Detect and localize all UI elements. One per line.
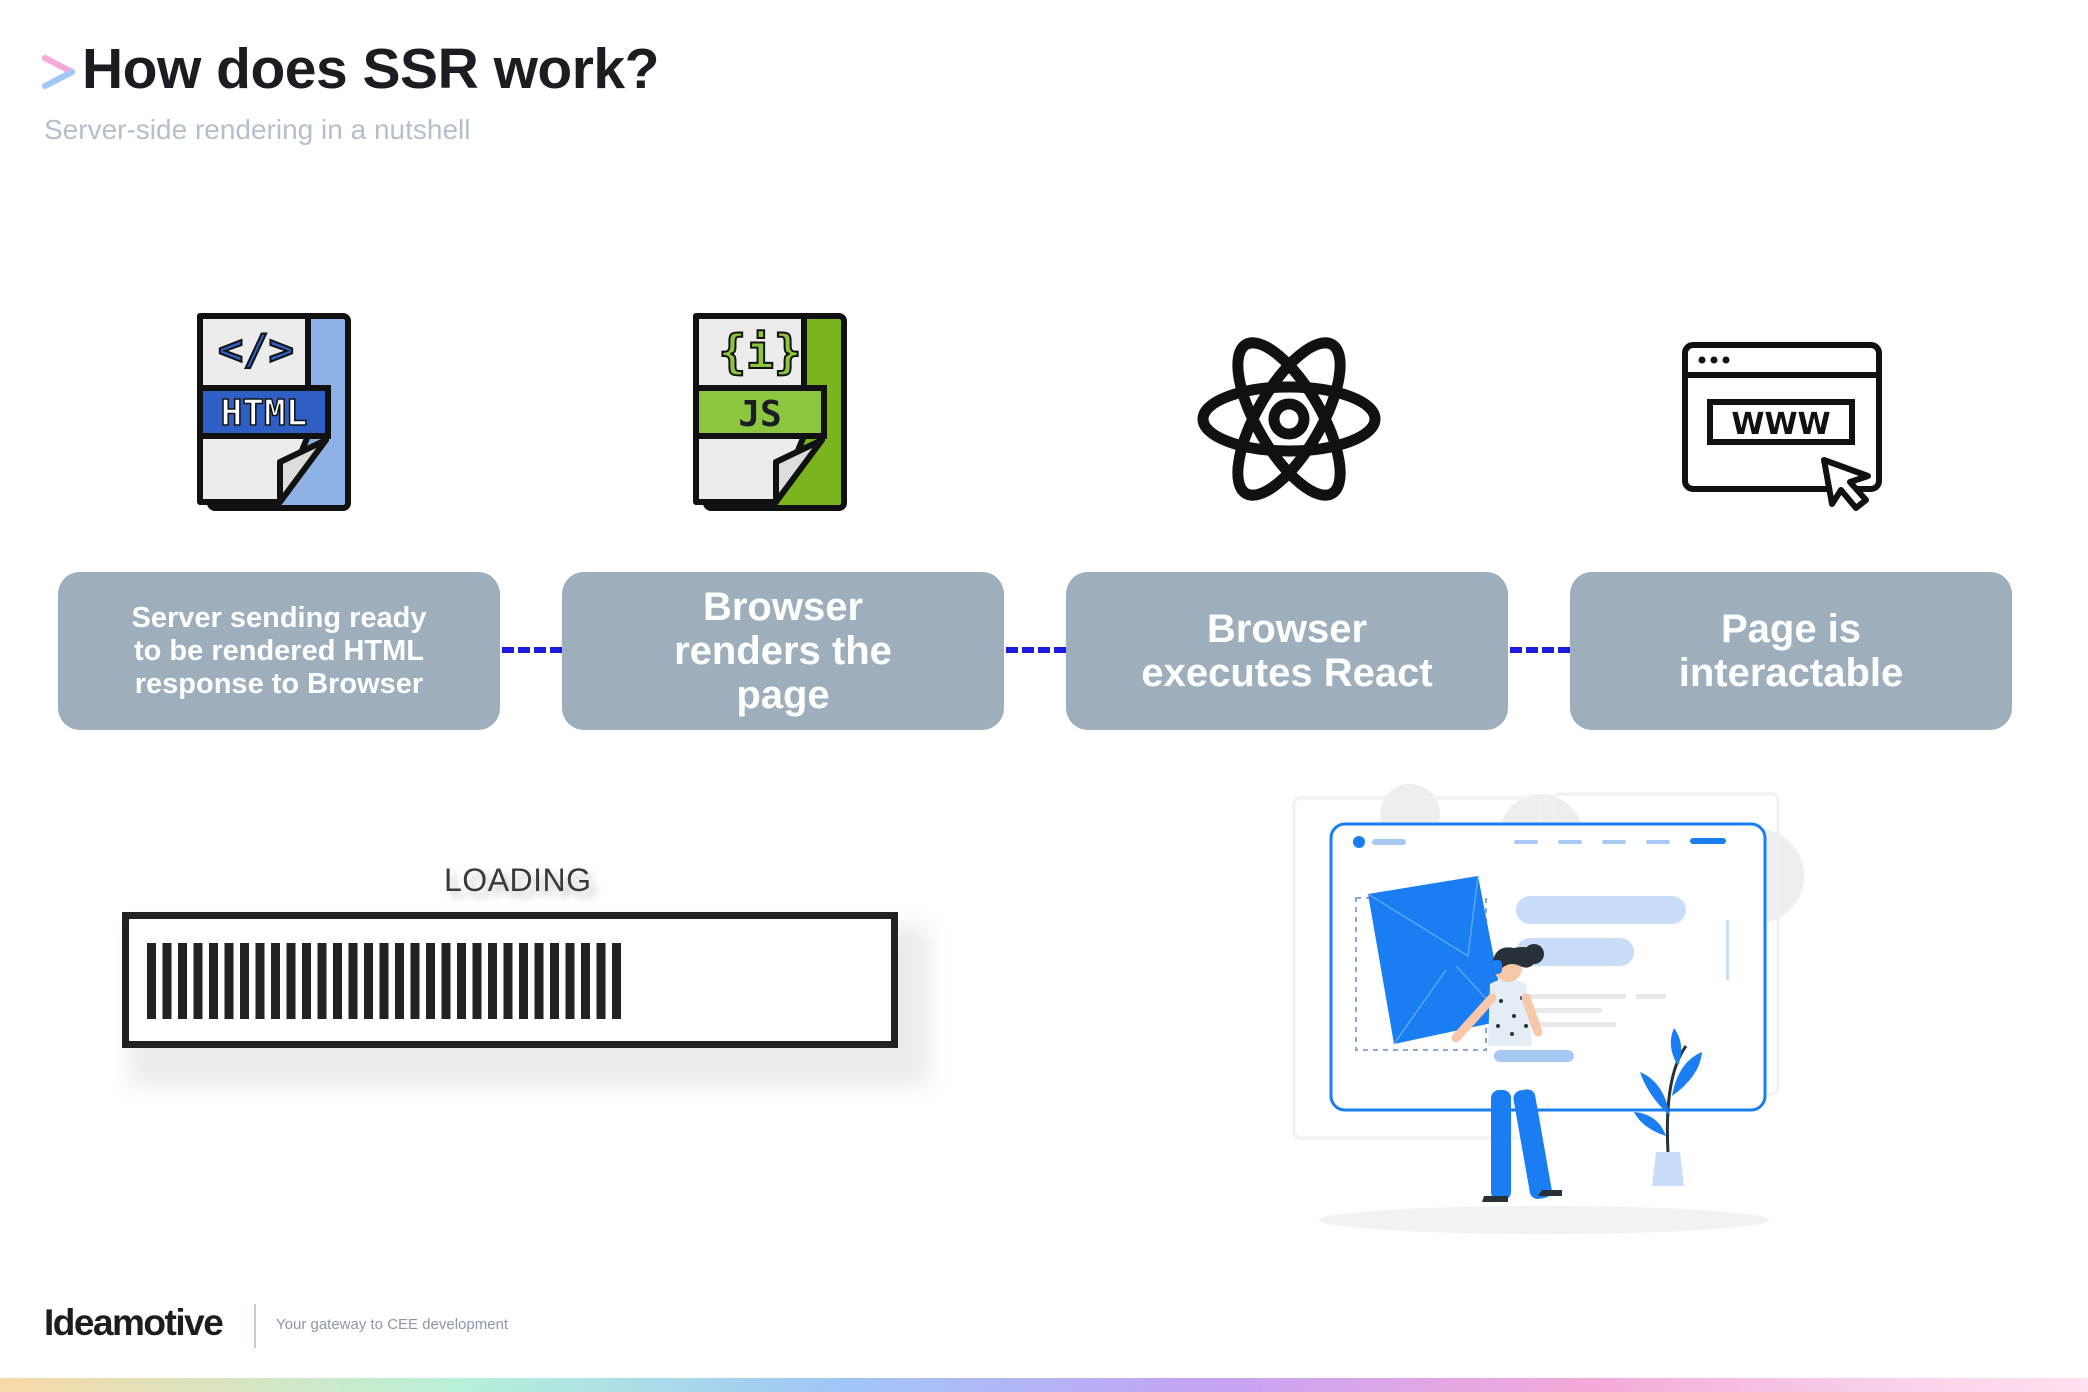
page-title: How does SSR work? xyxy=(82,37,659,101)
loading-label: LOADING xyxy=(444,862,592,898)
loading-tick xyxy=(550,943,559,1019)
loading-bar-fill xyxy=(147,943,621,1019)
loading-tick xyxy=(286,943,296,1019)
loading-tick xyxy=(255,943,265,1019)
loading-tick xyxy=(333,943,342,1019)
footer-divider xyxy=(254,1304,256,1348)
loading-tick xyxy=(441,943,451,1019)
step-server-sends-html: Server sending ready to be rendered HTML… xyxy=(58,572,500,730)
step-connector xyxy=(1006,647,1066,653)
html-icon-code: </> xyxy=(218,325,294,374)
html-icon-label: HTML xyxy=(221,393,308,434)
step-connector xyxy=(502,647,562,653)
loading-tick xyxy=(612,943,621,1019)
loading-tick xyxy=(209,943,218,1019)
loading-bar xyxy=(122,912,898,1048)
loading-tick xyxy=(596,943,606,1019)
loading-tick xyxy=(410,943,420,1019)
step-label: Browser executes React xyxy=(1141,607,1433,695)
footer-tagline: Your gateway to CEE development xyxy=(276,1316,509,1333)
step-browser-executes-react: Browser executes React xyxy=(1066,572,1508,730)
page-subtitle: Server-side rendering in a nutshell xyxy=(44,114,471,145)
loading-tick xyxy=(193,943,203,1019)
loading-tick xyxy=(426,943,435,1019)
step-label: Page is interactable xyxy=(1678,607,1904,695)
loading-tick xyxy=(472,943,482,1019)
atom-react-icon xyxy=(1197,337,1381,501)
loading-tick xyxy=(224,943,234,1019)
js-file-icon: {i} JS xyxy=(693,313,847,511)
loading-tick xyxy=(271,943,280,1019)
js-icon-label: JS xyxy=(738,394,781,435)
brand-logo: Ideamotive xyxy=(44,1302,224,1343)
interactive-page-illustration xyxy=(1292,784,1804,1234)
loading-tick xyxy=(348,943,358,1019)
loading-tick xyxy=(565,943,575,1019)
loading-tick xyxy=(488,943,497,1019)
loading-tick xyxy=(457,943,466,1019)
loading-tick xyxy=(519,943,528,1019)
gradient-bar xyxy=(0,1378,2088,1392)
step-browser-renders: Browser renders the page xyxy=(562,572,1004,730)
loading-tick xyxy=(534,943,544,1019)
loading-tick xyxy=(503,943,513,1019)
step-label: Browser renders the page xyxy=(674,585,892,717)
loading-tick xyxy=(240,943,249,1019)
loading-tick xyxy=(581,943,590,1019)
loading-tick xyxy=(317,943,327,1019)
loading-tick xyxy=(379,943,389,1019)
loading-tick xyxy=(178,943,187,1019)
browser-www-icon: WWW xyxy=(1682,342,1882,511)
loading-tick xyxy=(162,943,172,1019)
js-icon-code: {i} xyxy=(718,325,801,379)
step-page-interactable: Page is interactable xyxy=(1570,572,2012,730)
www-label: WWW xyxy=(1731,407,1830,442)
step-connector xyxy=(1510,647,1570,653)
loading-tick xyxy=(364,943,373,1019)
html-file-icon: </> HTML xyxy=(197,313,351,511)
loading-tick xyxy=(302,943,311,1019)
brand-arrow-icon xyxy=(42,55,75,89)
step-label: Server sending ready to be rendered HTML… xyxy=(131,601,427,700)
loading-tick xyxy=(395,943,404,1019)
loading-tick xyxy=(147,943,156,1019)
